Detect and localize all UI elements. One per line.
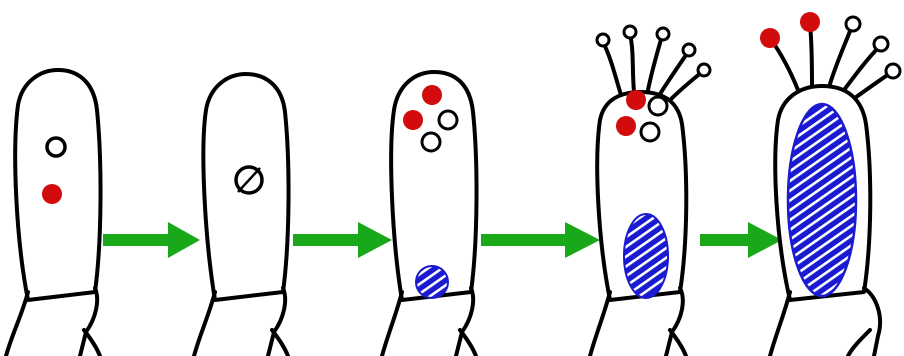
stage-3-red-dot-1 — [422, 85, 442, 105]
stage-3-white-dot-1 — [439, 111, 457, 129]
stage-4-tentacles — [597, 26, 710, 102]
stage-2-cell — [194, 74, 289, 356]
stage-5-white-dot-3 — [886, 64, 900, 78]
stage-4-red-dot-1 — [626, 90, 646, 110]
stage-5-white-dot-2 — [874, 37, 888, 51]
stage-3-red-dot-2 — [403, 110, 423, 130]
stage-4-white-dot-2 — [641, 123, 659, 141]
stage-5-cell — [760, 12, 900, 356]
stage-1-cell — [6, 70, 101, 356]
arrow-2 — [293, 222, 392, 258]
stage-3-white-dot-2 — [422, 133, 440, 151]
stage-5-blue-body — [788, 104, 856, 296]
stage-3-blue-body — [416, 266, 448, 298]
stage-5-red-dot-2 — [800, 12, 820, 32]
stage-4-blue-body — [624, 214, 668, 298]
stage-3-cell — [382, 72, 477, 356]
stage-4-white-dot-1 — [649, 97, 667, 115]
stage-5-white-dot-1 — [846, 17, 860, 31]
stage-1-body — [15, 70, 100, 300]
stage-5-red-dot-1 — [760, 28, 780, 48]
stage-1-white-dot — [47, 138, 65, 156]
stage-4-red-dot-2 — [616, 116, 636, 136]
stage-1-red-dot — [42, 184, 62, 204]
stage-4-cell — [590, 26, 710, 356]
arrow-1 — [103, 222, 200, 258]
arrow-3 — [481, 222, 600, 258]
arrow-4 — [700, 222, 782, 258]
